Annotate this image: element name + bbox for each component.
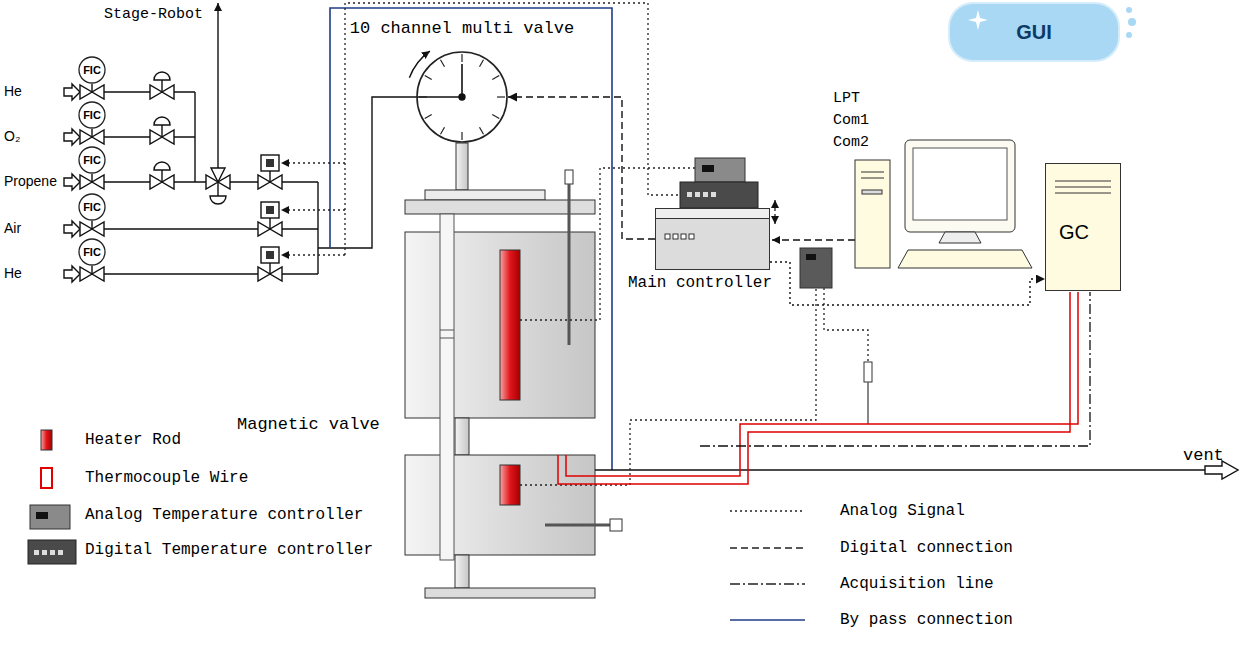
label-holder: Propene	[4, 173, 57, 189]
instrument-tag: FIC	[83, 201, 101, 214]
legend-holder: Acquisition line	[840, 575, 994, 593]
vent-label: vent	[1183, 446, 1224, 466]
gas-label: O₂	[4, 128, 20, 144]
gc-unit: GC	[1045, 163, 1121, 291]
node-text-holder: FIC	[78, 101, 106, 129]
port-label: Com2	[833, 134, 869, 151]
node-text-holder: FIC	[78, 56, 106, 84]
gas-label: Propene	[4, 173, 57, 189]
instrument-tag: FIC	[83, 64, 101, 77]
analog-signal-wires	[281, 3, 868, 485]
gc-text: GC	[1059, 221, 1089, 244]
multi-valve-outline	[416, 51, 508, 143]
thermocouple-wire	[558, 292, 1078, 484]
computer	[855, 140, 1032, 268]
legend-holder: Digital Temperature controller	[85, 541, 373, 559]
thermocouple-probe	[864, 362, 872, 382]
valve-label: Magnetic valve	[237, 415, 380, 435]
legend-holder: Analog Signal	[840, 502, 965, 520]
legend-label: Digital connection	[840, 539, 1013, 557]
legend-label: Digital Temperature controller	[85, 541, 373, 559]
gui-text: GUI	[1016, 21, 1052, 44]
fic-instrument: FIC	[78, 238, 106, 266]
reactor-furnace	[405, 143, 622, 598]
label-holder: He	[4, 83, 22, 99]
pc-digital-link	[772, 239, 855, 240]
legend-samples	[28, 430, 805, 620]
label-holder: vent	[1183, 446, 1224, 466]
legend-label: Acquisition line	[840, 575, 994, 593]
controller-title: Main controller	[628, 274, 772, 292]
legend-label: Thermocouple Wire	[85, 469, 248, 487]
legend-holder: Heater Rod	[85, 431, 181, 449]
node-text-holder: Main controller	[628, 274, 772, 292]
label-holder: Stage-Robot	[104, 6, 203, 23]
label-holder: Com2	[833, 134, 869, 151]
valve-title: 10 channel multi valve	[350, 19, 574, 39]
multi-valve: 10 channel multi valve	[416, 51, 508, 143]
controller-link	[774, 200, 775, 224]
node-text-holder: FIC	[78, 193, 106, 221]
legend-holder: Analog Temperature controller	[85, 506, 363, 524]
robot-label: Stage-Robot	[104, 6, 203, 23]
instrument-tag: FIC	[83, 154, 101, 167]
main-controller: Main controller	[655, 208, 770, 270]
node-text-holder: FIC	[78, 238, 106, 266]
node-text-holder: 10 channel multi valve	[350, 19, 574, 39]
digital-connection	[508, 97, 655, 239]
legend-holder: By pass connection	[840, 611, 1013, 629]
label-holder: O₂	[4, 128, 20, 144]
bypass-line	[330, 8, 612, 470]
analog-signal-line	[770, 262, 1045, 305]
label-holder: LPT	[833, 90, 860, 107]
fic-instrument: FIC	[78, 146, 106, 174]
gui-bubble: GUI	[948, 2, 1120, 62]
node-text-holder: GC	[1059, 221, 1089, 244]
probe-lead	[867, 382, 868, 424]
instrument-tag: FIC	[83, 246, 101, 259]
gas-label: He	[4, 265, 22, 281]
instrument-tag: FIC	[83, 109, 101, 122]
legend-holder: Thermocouple Wire	[85, 469, 248, 487]
main-controller-outline	[655, 208, 770, 270]
acquisition-line	[700, 292, 1090, 446]
port-label: LPT	[833, 90, 860, 107]
fic-instrument: FIC	[78, 101, 106, 129]
fic-instrument: FIC	[78, 193, 106, 221]
gas-label: Air	[4, 220, 21, 236]
label-holder: Air	[4, 220, 21, 236]
label-holder: Com1	[833, 112, 869, 129]
legend-label: By pass connection	[840, 611, 1013, 629]
gas-label: He	[4, 83, 22, 99]
legend-label: Heater Rod	[85, 431, 181, 449]
label-holder: He	[4, 265, 22, 281]
legend-label: Analog Temperature controller	[85, 506, 363, 524]
legend-holder: Digital connection	[840, 539, 1013, 557]
fic-instrument: FIC	[78, 56, 106, 84]
port-label: Com1	[833, 112, 869, 129]
node-text-holder: GUI	[948, 2, 1120, 62]
node-text-holder: FIC	[78, 146, 106, 174]
label-holder: Magnetic valve	[237, 415, 380, 435]
legend-label: Analog Signal	[840, 502, 965, 520]
gui-dots	[1126, 7, 1136, 38]
